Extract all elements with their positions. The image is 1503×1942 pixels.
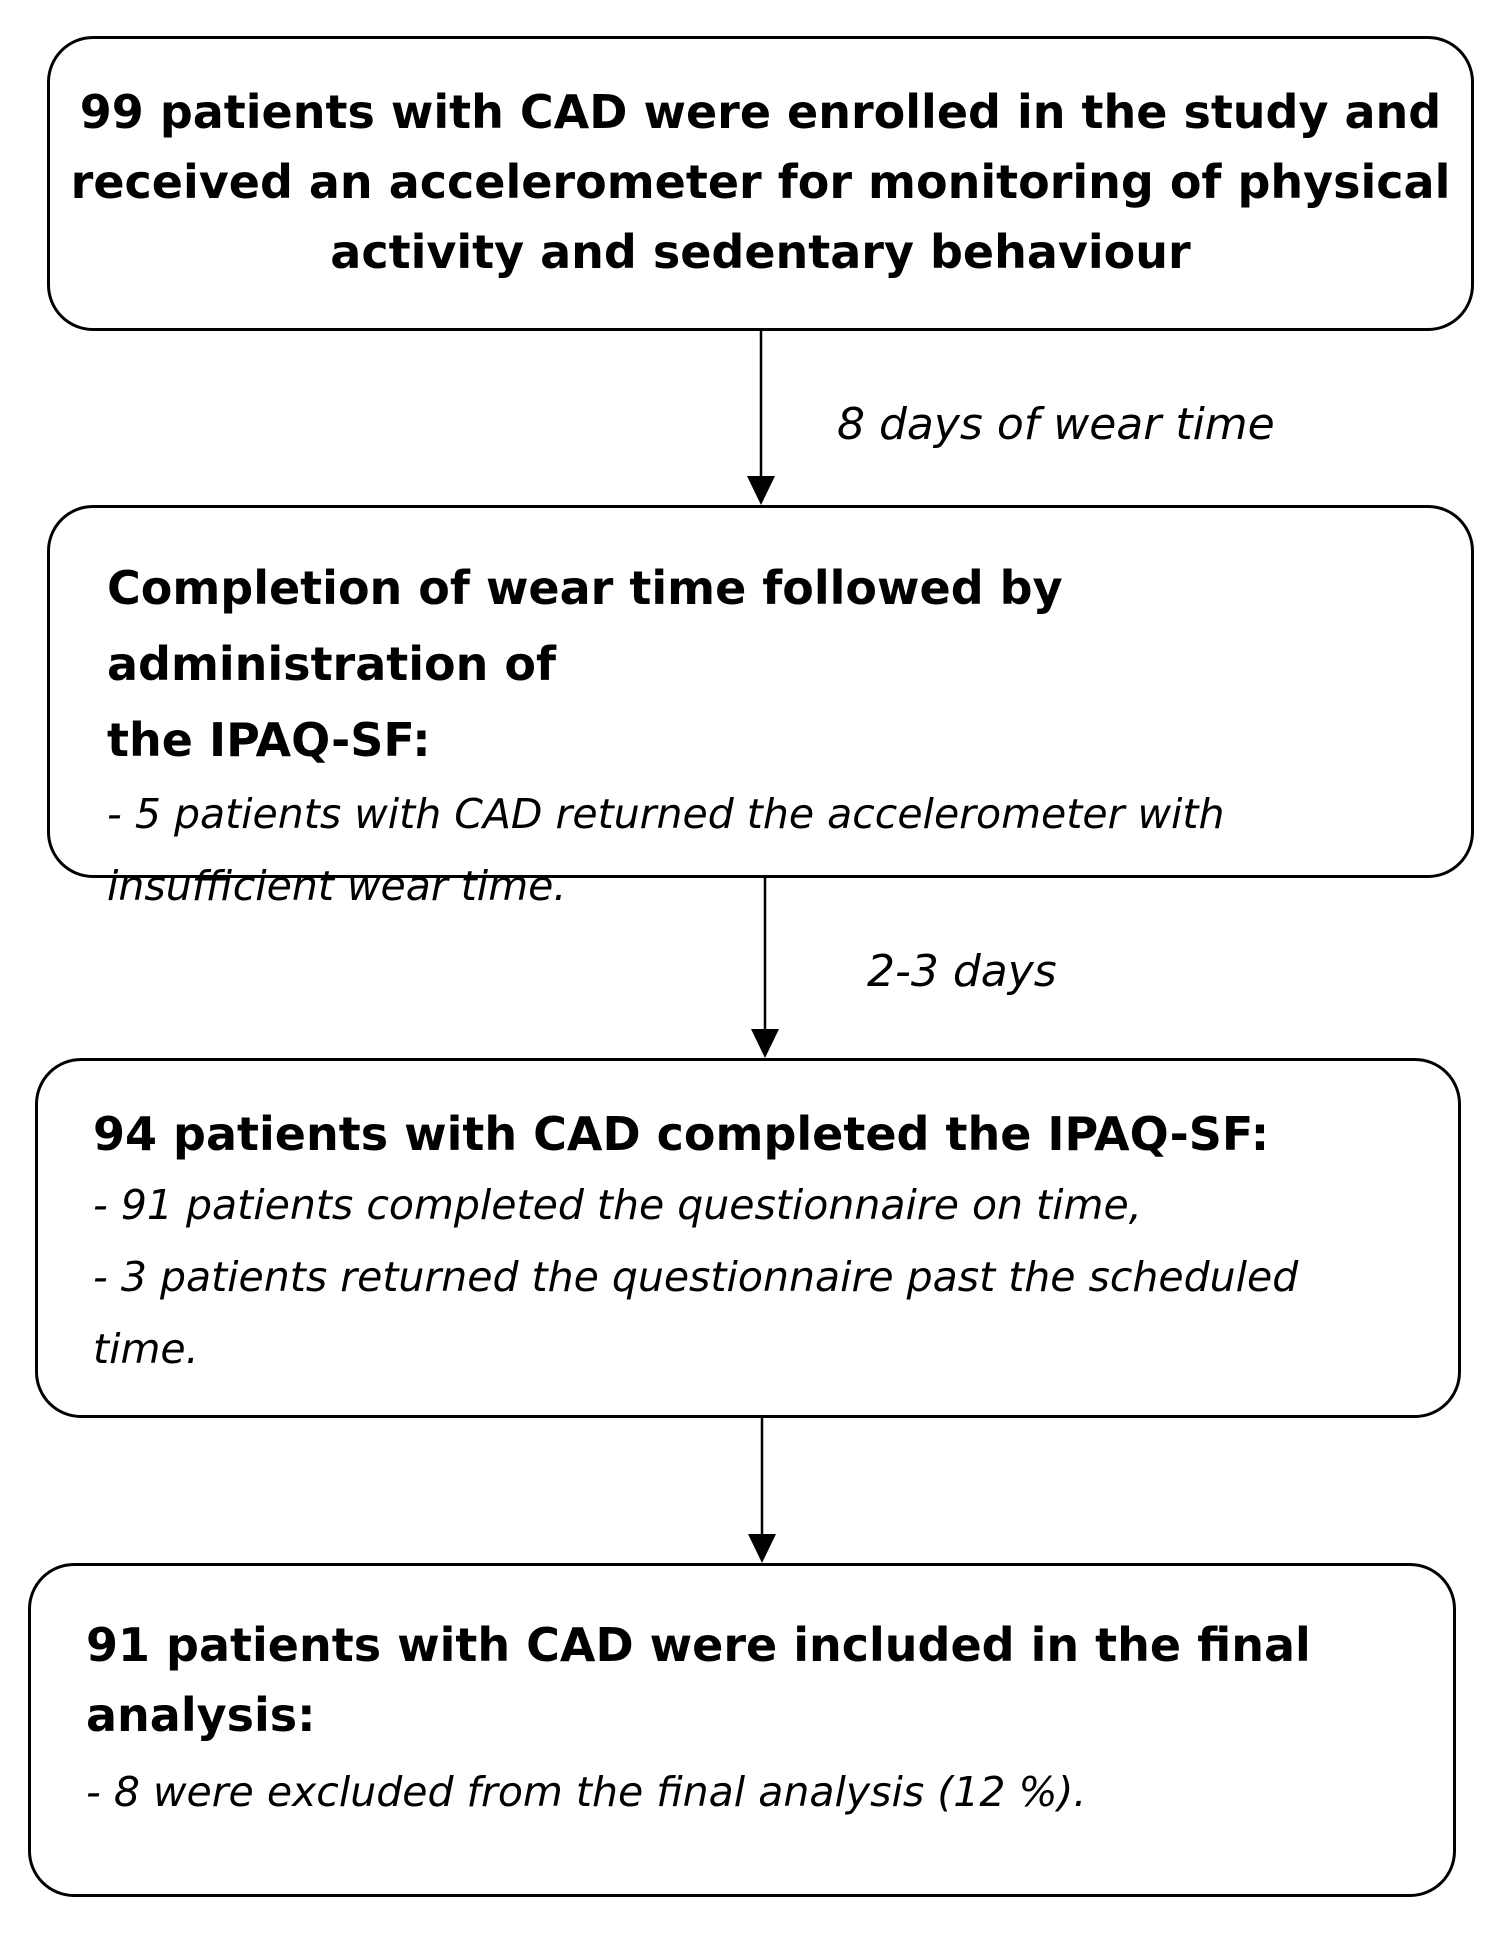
enrollment-title: 99 patients with CAD were enrolled in th… [50, 39, 1471, 287]
ipaq-item-2-cont: time. [93, 1325, 199, 1373]
wear-time-item-1-cont: insufficient wear time. [107, 862, 567, 910]
wear-time-completion-title: Completion of wear time followed by admi… [107, 550, 1431, 778]
wear-time-completion-box: Completion of wear time followed by admi… [47, 505, 1474, 910]
enrollment-title-line-2: received an accelerometer for monitoring… [70, 155, 1451, 209]
arrow-label-wear-time: 8 days of wear time [837, 399, 1275, 450]
enrollment-box: 99 patients with CAD were enrolled in th… [47, 36, 1474, 331]
final-analysis-item-1: - 8 were excluded from the final analysi… [86, 1768, 1087, 1816]
ipaq-completion-box: 94 patients with CAD completed the IPAQ-… [35, 1058, 1461, 1418]
enrollment-title-line-1: 99 patients with CAD were enrolled in th… [79, 85, 1442, 139]
enrollment-title-line-3: activity and sedentary behaviour [330, 225, 1191, 279]
arrow-label-days: 2-3 days [867, 946, 1057, 997]
ipaq-completion-title: 94 patients with CAD completed the IPAQ-… [93, 1107, 1270, 1161]
ipaq-item-1: - 91 patients completed the questionnair… [93, 1181, 1142, 1229]
ipaq-item-2: - 3 patients returned the questionnaire … [93, 1253, 1299, 1301]
final-analysis-title-line-2: analysis: [86, 1688, 316, 1742]
final-analysis-title-line-1: 91 patients with CAD were included in th… [86, 1618, 1311, 1672]
wear-time-item-1: - 5 patients with CAD returned the accel… [107, 790, 1225, 838]
wear-time-title-line-2: the IPAQ-SF: [107, 713, 431, 767]
final-analysis-title: 91 patients with CAD were included in th… [86, 1610, 1413, 1750]
arrow-3 [748, 1418, 776, 1563]
arrow-1 [747, 331, 775, 505]
final-analysis-box: 91 patients with CAD were included in th… [28, 1563, 1456, 1897]
wear-time-title-line-1: Completion of wear time followed by admi… [107, 561, 1063, 691]
